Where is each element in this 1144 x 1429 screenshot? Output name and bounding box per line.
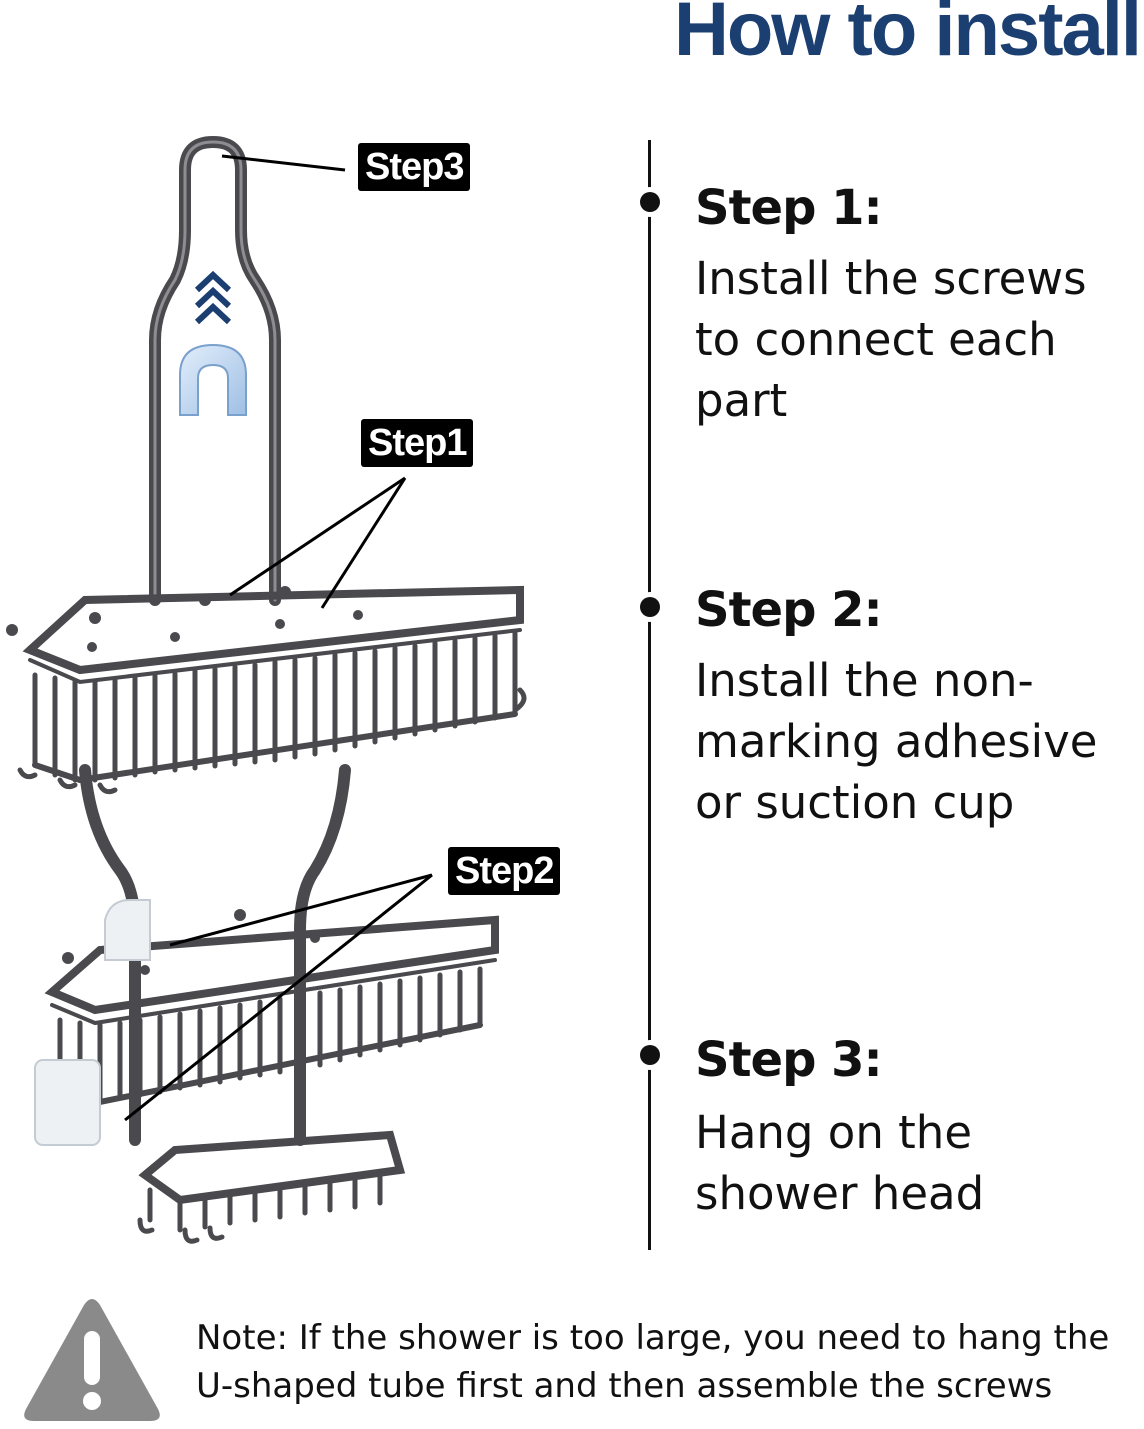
u-shaped-tube-icon [179,343,247,416]
callout-step3: Step3 [358,143,471,191]
adhesive-pads [34,899,151,1146]
installation-note: Note: If the shower is too large, you ne… [196,1318,1110,1406]
step1-heading: Step 1: [695,180,883,236]
shower-caddy-illustration: Step3 Step1 Step2 [0,130,600,1270]
shower-caddy-drawing [6,136,527,1244]
step2-heading: Step 2: [695,582,883,638]
timeline-dot-step2 [640,597,660,617]
timeline-dot-step1 [640,192,660,212]
warning-icon [22,1297,162,1429]
timeline-dot-step3 [640,1045,660,1065]
step1-description: Install the screws to connect each part [695,252,1087,427]
step3-description: Hang on the shower head [695,1106,985,1220]
screws-middle [62,909,320,975]
step2-description: Install the non-marking adhesive or suct… [695,654,1098,829]
hanger-frame [149,136,281,606]
timeline-line [648,140,651,1250]
callout-step1: Step1 [361,419,474,467]
step3-heading: Step 3: [695,1032,883,1088]
callout-lines [124,154,433,1122]
page-title: How to install [674,0,1142,72]
bottom-basket [137,1130,406,1244]
callout-step2: Step2 [448,847,561,895]
up-arrows-icon [194,270,232,325]
screws-top [6,586,363,652]
top-basket [17,585,527,795]
